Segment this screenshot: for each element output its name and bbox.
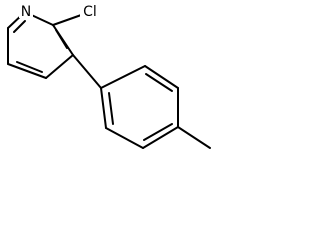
chlorine-label-bg <box>80 2 99 18</box>
pyridine-ring <box>7 11 74 79</box>
bond-t4-t5 <box>142 126 179 149</box>
bond-t6-t1 <box>100 87 107 129</box>
double-bond-t2-t3 <box>145 73 173 92</box>
double-bond-c6-n <box>13 20 26 33</box>
bond-c3-aryl <box>72 54 102 89</box>
double-bond-t4-t5 <box>143 123 173 141</box>
bond-c2-cl <box>52 13 85 26</box>
bond-t1-t2 <box>100 65 146 89</box>
bond-c3-c4 <box>45 54 74 79</box>
molecule-structure: N Cl <box>7 2 211 149</box>
bond-c4-c5 <box>7 63 47 79</box>
double-bond-t6-t1 <box>108 92 114 125</box>
chlorine-label: Cl <box>83 4 97 20</box>
nitrogen-label-bg <box>19 2 33 18</box>
bond-t5-t6 <box>105 127 144 149</box>
bond-methyl <box>177 126 211 149</box>
tolyl-ring <box>100 65 179 149</box>
double-bond-c4-c5 <box>16 61 43 73</box>
nitrogen-label: N <box>21 4 31 20</box>
double-bond-c2-c3 <box>55 29 68 49</box>
bond-t2-t3 <box>144 65 179 89</box>
